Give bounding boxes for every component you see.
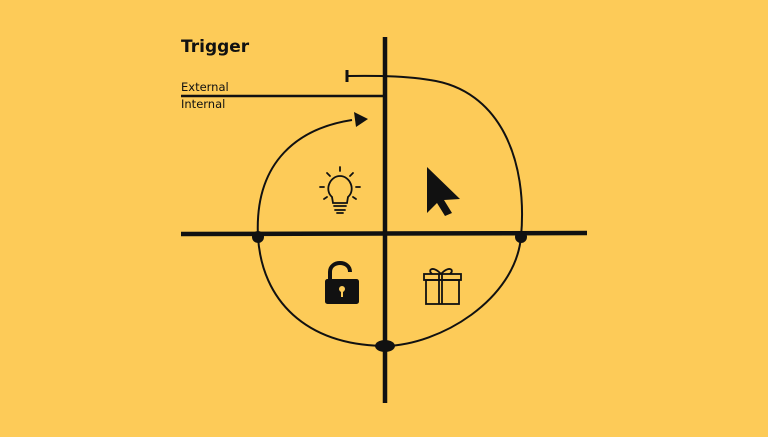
external-label: External [181, 80, 229, 94]
gift-icon [423, 268, 462, 305]
left-intersection-dot [252, 231, 264, 243]
cycle-arrowhead [354, 112, 368, 127]
unlocked-padlock-icon [325, 261, 359, 304]
diagram-title: Trigger [181, 37, 250, 57]
cursor-arrow-icon [427, 167, 460, 216]
cycle-path [256, 74, 523, 348]
bottom-intersection-dot [375, 340, 395, 352]
internal-label: Internal [181, 97, 226, 111]
lightbulb-icon [319, 166, 361, 214]
right-intersection-dot [515, 231, 527, 243]
